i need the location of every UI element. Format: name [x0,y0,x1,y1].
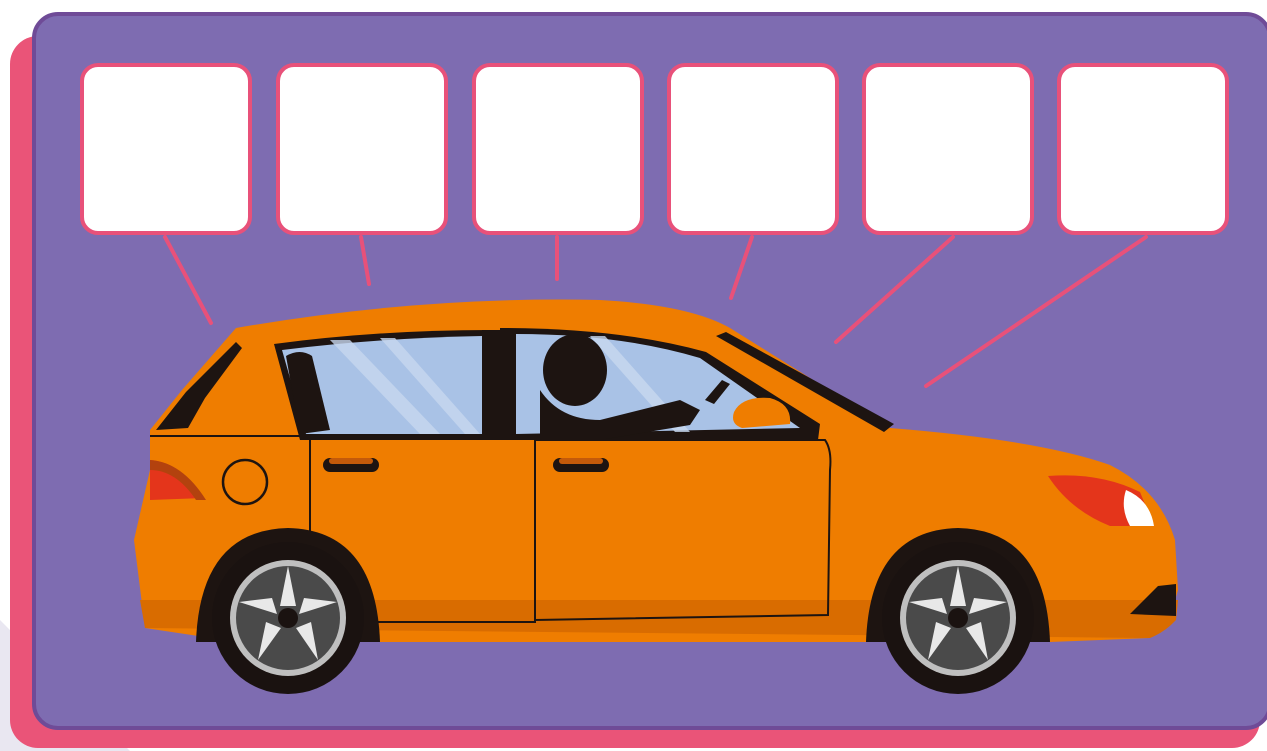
b-pillar [482,330,516,440]
rear-wheel-icon [212,542,364,694]
leader-line-6 [926,237,1146,386]
leader-line-1 [165,237,211,323]
front-wheel-icon [882,542,1034,694]
leader-line-2 [361,237,369,284]
leader-line-4 [731,237,752,298]
leader-line-5 [836,237,953,342]
